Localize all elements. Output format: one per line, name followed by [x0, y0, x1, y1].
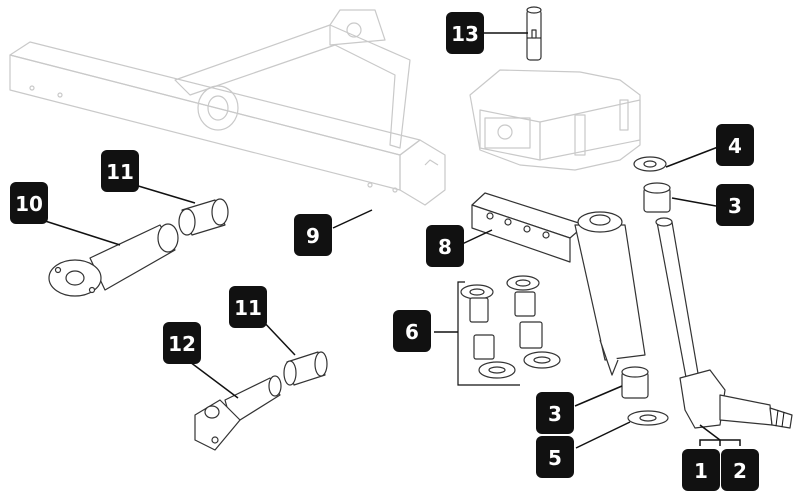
svg-text:3: 3	[728, 194, 742, 218]
axle-beam	[9, 9, 446, 206]
callout-6: 6	[393, 310, 431, 352]
svg-text:4: 4	[728, 134, 742, 158]
callout-8: 8	[426, 225, 464, 267]
bushing-set	[457, 275, 561, 386]
bushing-upper	[178, 198, 229, 236]
svg-text:13: 13	[451, 22, 479, 46]
svg-text:11: 11	[234, 296, 262, 320]
svg-text:11: 11	[106, 160, 134, 184]
pivot-pin-short	[194, 375, 282, 451]
leader-lines	[41, 32, 741, 449]
callout-5: 5	[536, 436, 574, 478]
svg-text:6: 6	[405, 320, 419, 344]
bearing-sleeve-upper	[643, 182, 671, 213]
callout-2: 2	[721, 449, 759, 491]
callout-1: 1	[682, 449, 720, 491]
thrust-washer-lower	[627, 410, 669, 426]
svg-text:3: 3	[548, 402, 562, 426]
frame-bracket	[469, 69, 641, 171]
svg-text:1: 1	[694, 459, 708, 483]
callout-4: 4	[716, 124, 754, 166]
steering-bracket	[471, 192, 646, 376]
pivot-pin-long	[48, 223, 179, 297]
svg-text:10: 10	[15, 192, 43, 216]
spindle	[655, 217, 793, 429]
callout-10: 10	[10, 182, 48, 224]
bushing-lower	[283, 351, 328, 386]
svg-text:5: 5	[548, 446, 562, 470]
callout-12: 12	[163, 322, 201, 364]
callout-3-upper: 3	[716, 184, 754, 226]
thrust-washer-upper	[633, 156, 667, 172]
svg-text:12: 12	[168, 332, 196, 356]
callout-13: 13	[446, 12, 484, 54]
callout-11-lower: 11	[229, 286, 267, 328]
callout-3-lower: 3	[536, 392, 574, 434]
callout-9: 9	[294, 214, 332, 256]
svg-text:9: 9	[306, 224, 320, 248]
bearing-sleeve-lower	[621, 366, 649, 399]
king-pin-bolt	[526, 6, 542, 61]
svg-text:2: 2	[733, 459, 747, 483]
svg-text:8: 8	[438, 235, 452, 259]
callout-11-upper: 11	[101, 150, 139, 192]
